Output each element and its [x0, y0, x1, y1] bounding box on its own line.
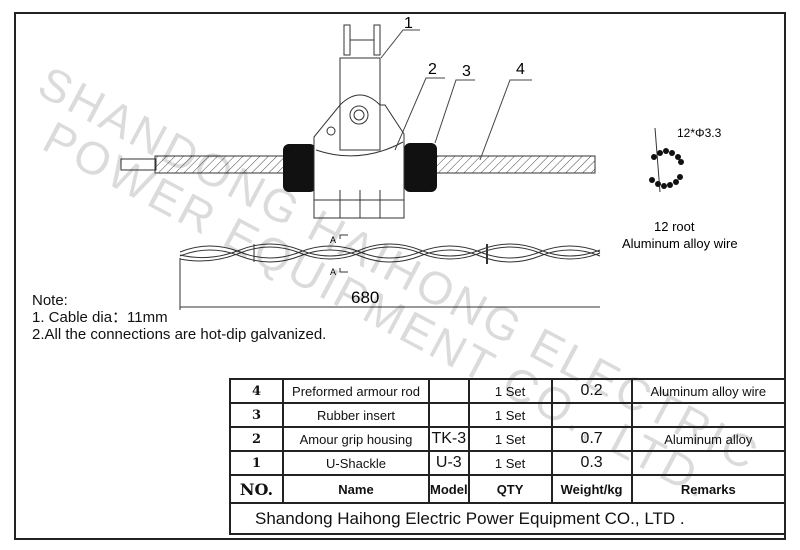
- parts-table: 4 Preformed armour rod 1 Set 0.2 Aluminu…: [229, 378, 787, 535]
- row-qty: 1 Set: [467, 450, 553, 476]
- row-remarks: Aluminum alloy wire: [630, 378, 787, 404]
- callout-leaders: [380, 29, 532, 161]
- note-title: Note:: [32, 292, 68, 309]
- qty-unit: Set: [505, 407, 526, 423]
- company-name: Shandong Haihong Electric Power Equipmen…: [229, 502, 786, 535]
- row-weight: 0.2: [550, 378, 633, 404]
- cross-section-caption-2: Aluminum alloy wire: [622, 236, 738, 251]
- row-remarks: Aluminum alloy: [630, 426, 787, 452]
- row-model: TK-3: [428, 426, 470, 452]
- qty-value: 1: [494, 407, 503, 423]
- armour-rod-right: [434, 155, 596, 174]
- row-name: Rubber insert: [282, 402, 430, 428]
- row-weight: [550, 402, 633, 428]
- u-shackle: [326, 24, 381, 151]
- table-row: 3 Rubber insert 1 Set: [229, 402, 787, 428]
- row-no: 2: [229, 426, 284, 452]
- cross-section: [649, 127, 684, 193]
- row-weight: 0.7: [550, 426, 633, 452]
- callout-4: 4: [516, 61, 525, 78]
- row-model: [428, 378, 470, 404]
- table-row: 1 U-Shackle U-3 1 Set 0.3: [229, 450, 787, 476]
- row-remarks: [630, 402, 787, 428]
- row-qty: 1 Set: [467, 402, 553, 428]
- note-2: 2.All the connections are hot-dip galvan…: [32, 326, 327, 343]
- header-weight: Weight/kg: [550, 474, 633, 504]
- header-name: Name: [282, 474, 430, 504]
- dimension-label: 680: [351, 288, 379, 307]
- rubber-insert-right: [404, 143, 437, 192]
- cross-section-caption-1: 12 root: [654, 219, 695, 234]
- row-remarks: [630, 450, 787, 476]
- row-model: U-3: [428, 450, 470, 476]
- row-qty: 1 Set: [467, 378, 553, 404]
- row-model: [428, 402, 470, 428]
- qty-value: 1: [494, 431, 503, 447]
- drawing-frame: [14, 12, 786, 540]
- qty-value: 1: [494, 383, 503, 399]
- header-remarks: Remarks: [630, 474, 787, 504]
- qty-unit: Set: [505, 455, 526, 471]
- qty-unit: Set: [505, 431, 526, 447]
- row-name: U-Shackle: [282, 450, 430, 476]
- row-no: 1: [229, 450, 284, 476]
- row-weight: 0.3: [550, 450, 633, 476]
- table-row: 2 Amour grip housing TK-3 1 Set 0.7 Alum…: [229, 426, 787, 452]
- callout-1: 1: [404, 15, 413, 32]
- header-model: Model: [428, 474, 470, 504]
- cross-section-label: 12*Φ3.3: [677, 126, 722, 140]
- qty-unit: Set: [505, 383, 526, 399]
- company-row: Shandong Haihong Electric Power Equipmen…: [229, 502, 786, 535]
- header-no: NO.: [229, 474, 284, 504]
- section-mark-bottom: A: [330, 267, 336, 277]
- preformed-rod: [179, 234, 601, 310]
- header-qty: QTY: [467, 474, 553, 504]
- table-header-row: NO. Name Model QTY Weight/kg Remarks: [229, 474, 787, 504]
- section-mark-top: A: [330, 235, 336, 245]
- row-qty: 1 Set: [467, 426, 553, 452]
- row-name: Amour grip housing: [282, 426, 430, 452]
- row-no: 3: [229, 402, 284, 428]
- grip-housing: [313, 104, 405, 219]
- row-name: Preformed armour rod: [282, 378, 430, 404]
- row-no: 4: [229, 378, 284, 404]
- callout-3: 3: [462, 63, 471, 80]
- callout-2: 2: [428, 61, 437, 78]
- qty-value: 1: [494, 455, 503, 471]
- note-1: 1. Cable dia：11mm: [32, 309, 168, 326]
- table-row: 4 Preformed armour rod 1 Set 0.2 Aluminu…: [229, 378, 787, 404]
- rubber-insert-left: [283, 144, 316, 192]
